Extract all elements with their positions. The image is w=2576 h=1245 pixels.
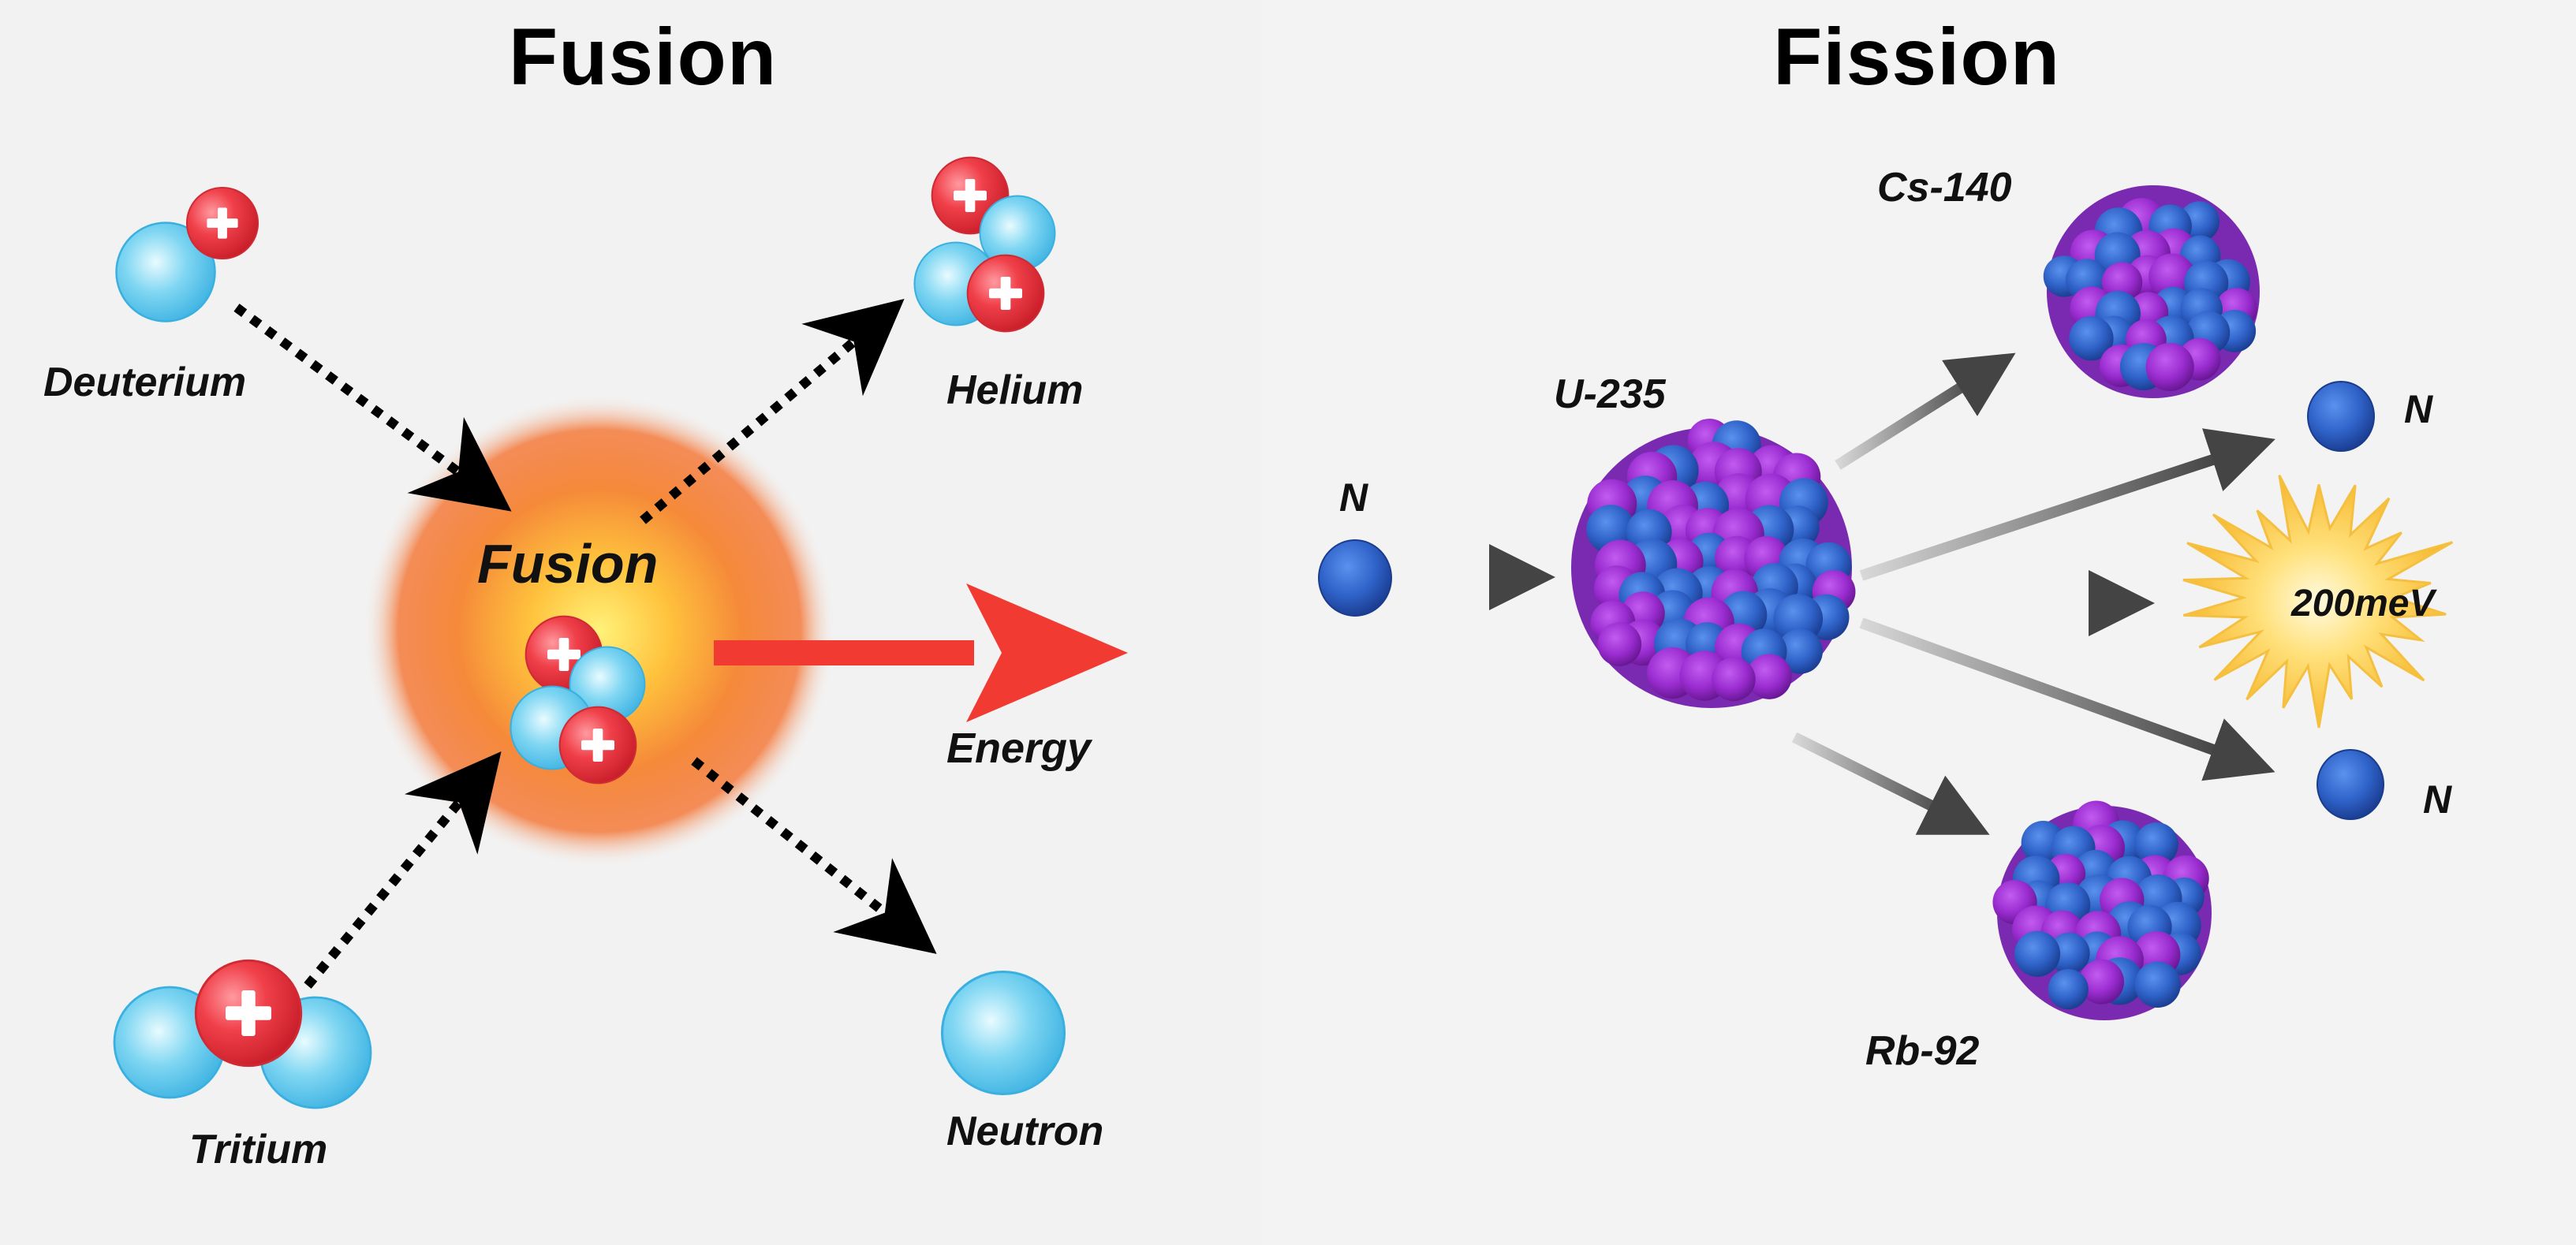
tritium-label: Tritium [189, 1127, 328, 1172]
neutron-label: Neutron [946, 1109, 1104, 1154]
deuterium-label: Deuterium [43, 360, 247, 405]
energy-label: Energy [946, 725, 1092, 772]
fission-title: Fission [1772, 12, 2061, 102]
incoming-neutron-icon [1318, 539, 1392, 617]
fusion-diagram [113, 156, 1128, 1109]
energy-arrow-icon [714, 583, 1128, 722]
helium-label: Helium [946, 367, 1084, 413]
fission-arrow-icon [1408, 352, 2275, 835]
fusion-core-label: Fusion [477, 533, 659, 595]
cs140-nucleus-icon [2043, 185, 2260, 398]
tritium-icon [113, 959, 372, 1109]
dotted-arrow-icon [233, 298, 937, 989]
outgoing-neutron-icon [2317, 749, 2384, 820]
neutron-out-1-label: N [2404, 387, 2433, 431]
fusion-panel: Fusion [0, 0, 1262, 1245]
fission-diagram [1318, 185, 2454, 1020]
neutron-icon [940, 970, 1066, 1096]
helium-icon [913, 156, 1056, 333]
cs140-label: Cs-140 [1877, 165, 2012, 211]
neutron-out-2-label: N [2423, 777, 2452, 822]
fusion-core-glow [363, 394, 836, 867]
incoming-neutron-label: N [1339, 475, 1368, 520]
fission-panel: Fission [1262, 0, 2576, 1245]
deuterium-icon [115, 186, 259, 322]
outgoing-neutron-icon [2307, 381, 2375, 452]
energy-release-label: 200meV [2291, 583, 2435, 624]
u235-label: U-235 [1554, 371, 1666, 417]
rb92-label: Rb-92 [1865, 1028, 1980, 1074]
u235-nucleus-icon [1571, 418, 1856, 708]
fusion-title: Fusion [508, 12, 778, 102]
energy-burst-icon [2182, 475, 2454, 729]
rb92-nucleus-icon [1992, 800, 2212, 1020]
